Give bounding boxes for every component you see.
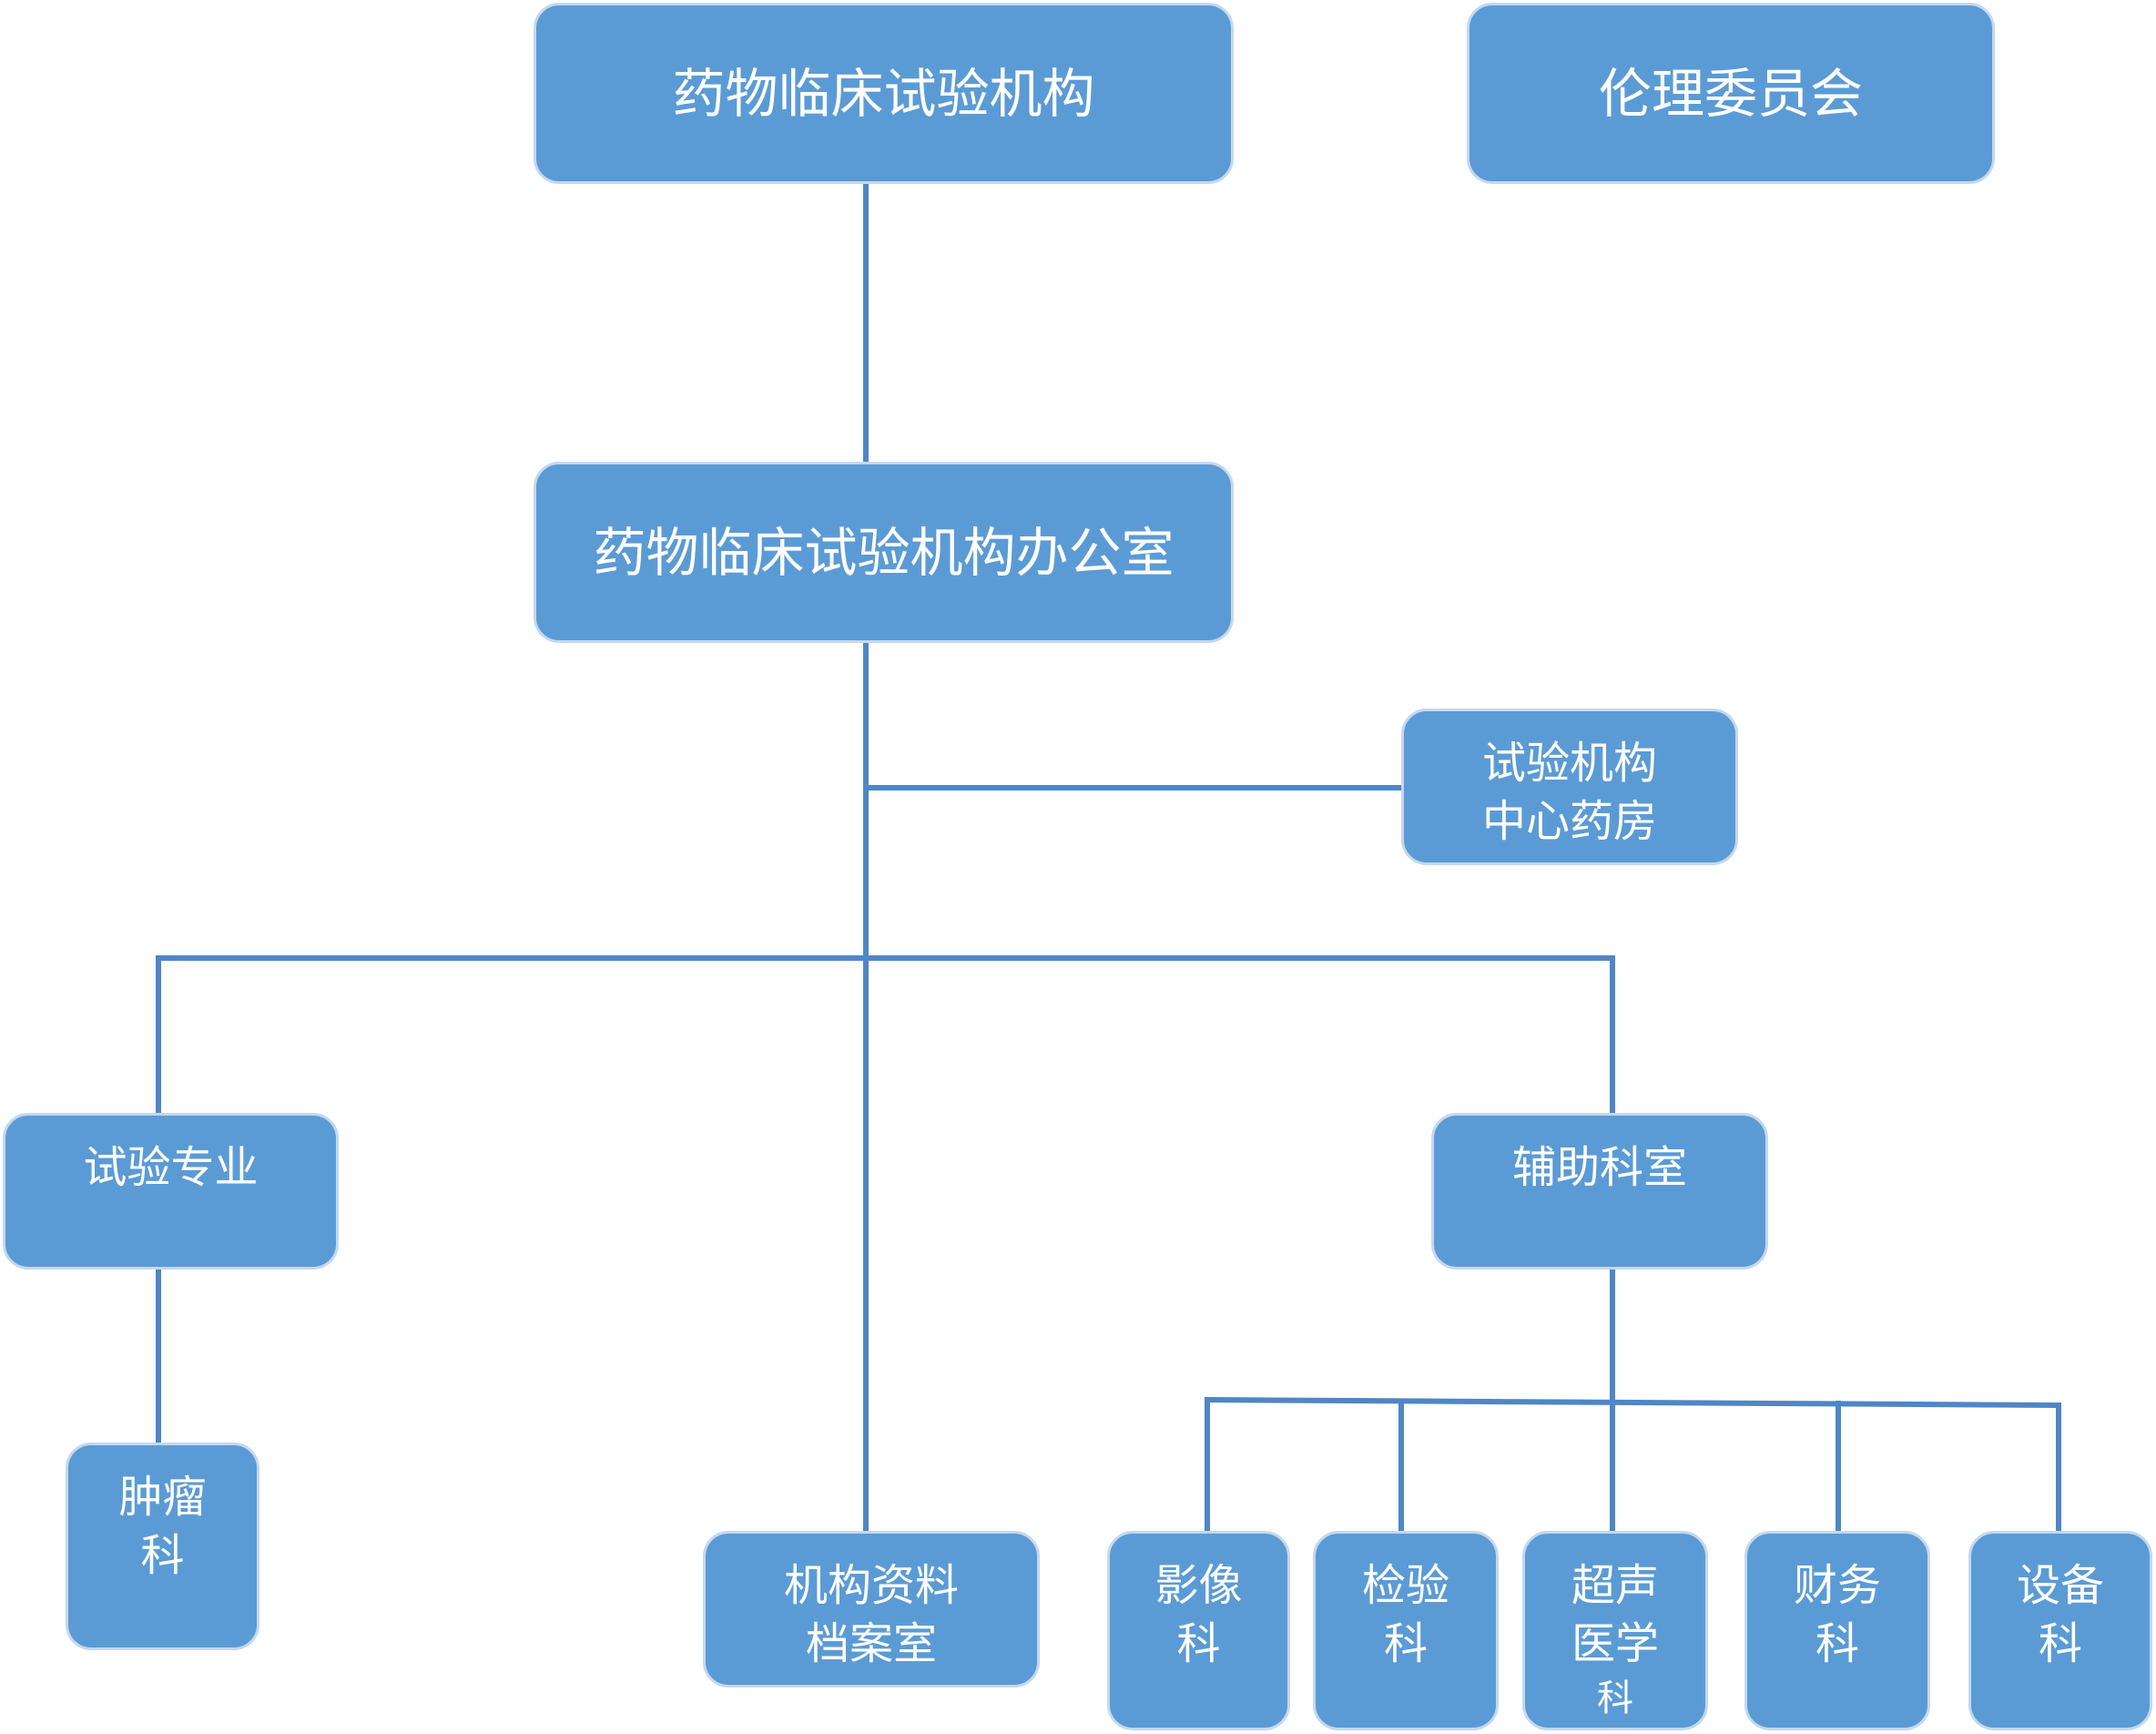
node-label: 辅助科室 <box>1511 1142 1687 1193</box>
node-laboratory: 检验 科 <box>1313 1531 1499 1730</box>
node-label-line: 科 <box>140 1530 185 1581</box>
node-drug-clinical-trial-institution: 药物临床试验机构 <box>534 3 1234 184</box>
node-label-line: 财务 <box>1793 1560 1881 1611</box>
node-label-line: 试验机构 <box>1481 738 1657 789</box>
node-label-line: 中心药房 <box>1481 796 1657 847</box>
node-label-line: 科 <box>1383 1618 1428 1669</box>
node-equipment: 设备 科 <box>1968 1531 2152 1730</box>
node-central-pharmacy: 试验机构 中心药房 <box>1401 709 1738 865</box>
node-label: 药物临床试验机构 <box>672 62 1095 125</box>
node-label-line: 科 <box>1176 1618 1221 1669</box>
node-label-line: 检验 <box>1361 1560 1449 1611</box>
node-label: 试验专业 <box>83 1142 259 1193</box>
node-finance: 财务 科 <box>1744 1531 1930 1730</box>
node-archive-room: 机构资料 档案室 <box>703 1531 1040 1688</box>
node-label: 伦理委员会 <box>1598 62 1863 125</box>
connector-auxiliary-horizontal <box>1204 1396 2062 1409</box>
node-label-line: 档案室 <box>805 1618 937 1669</box>
node-trial-specialties: 试验专业 <box>3 1113 339 1270</box>
node-ethics-committee: 伦理委员会 <box>1467 3 1995 184</box>
node-label-line: 设备 <box>2016 1560 2104 1611</box>
node-label-line: 科 <box>1597 1678 1633 1719</box>
node-ultrasound-medicine: 超声 医学 科 <box>1522 1531 1708 1730</box>
node-auxiliary-departments: 辅助科室 <box>1431 1113 1768 1270</box>
node-label: 药物临床试验机构办公室 <box>593 521 1175 584</box>
node-label-line: 肿瘤 <box>118 1472 207 1523</box>
node-label-line: 科 <box>2038 1618 2082 1669</box>
node-imaging: 影像 科 <box>1107 1531 1290 1730</box>
node-label-line: 科 <box>1815 1618 1859 1669</box>
node-institution-office: 药物临床试验机构办公室 <box>534 462 1234 643</box>
node-oncology: 肿瘤 科 <box>66 1443 259 1650</box>
node-label-line: 影像 <box>1154 1560 1243 1611</box>
node-label-line: 机构资料 <box>783 1560 959 1611</box>
node-label-line: 超声 <box>1571 1560 1659 1611</box>
node-label-line: 医学 <box>1571 1618 1659 1669</box>
